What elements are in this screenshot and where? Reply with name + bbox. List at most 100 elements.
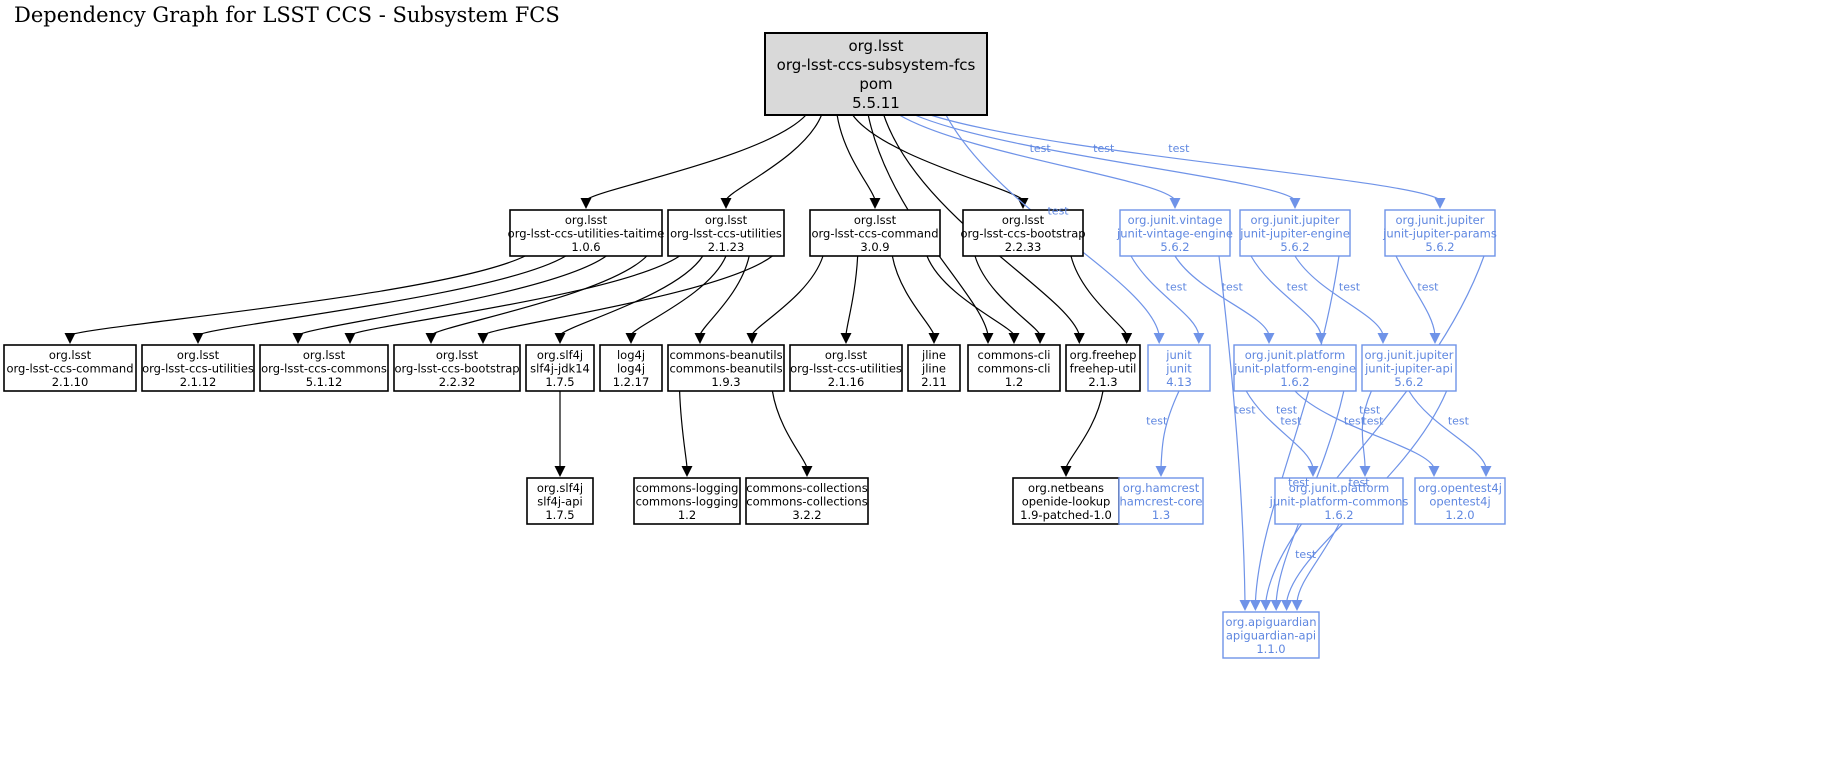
edge-arrowhead	[1239, 600, 1251, 611]
node-box[interactable]	[1414, 477, 1506, 525]
node-group-id: org.lsst	[436, 348, 479, 362]
edge-scope-label: test	[1339, 280, 1361, 293]
node-box[interactable]	[1361, 344, 1457, 392]
edge-arrowhead	[1121, 333, 1133, 344]
node-group-id: org.freehep	[1070, 348, 1137, 362]
node-box[interactable]	[667, 344, 785, 392]
edge-arrowhead	[720, 198, 732, 209]
node-box[interactable]	[1012, 477, 1120, 525]
node-artifact-id: org-lsst-ccs-bootstrap	[960, 226, 1085, 240]
node-group-id: org.lsst	[303, 348, 346, 362]
node-box[interactable]	[526, 477, 594, 525]
node-box[interactable]	[525, 344, 595, 392]
node-box[interactable]	[967, 344, 1061, 392]
node-artifact-id: freehep-util	[1070, 361, 1137, 375]
graph-node[interactable]: org.junit.jupiterjunit-jupiter-engine5.6…	[1239, 209, 1351, 257]
dependency-edge	[891, 255, 935, 336]
edge-arrowhead	[982, 333, 994, 344]
node-box[interactable]	[809, 209, 941, 257]
edge-arrowhead	[477, 333, 489, 344]
node-box[interactable]	[633, 477, 741, 525]
node-box[interactable]	[1233, 344, 1357, 392]
node-box[interactable]	[509, 209, 663, 257]
node-artifact-id: org-lsst-ccs-bootstrap	[394, 361, 519, 375]
node-version: 1.9.3	[711, 375, 740, 389]
node-box[interactable]	[1384, 209, 1496, 257]
edge-scope-label: test	[1234, 403, 1256, 416]
node-box[interactable]	[1065, 344, 1141, 392]
edge-arrowhead	[1249, 600, 1261, 611]
node-version: 1.2.17	[613, 375, 650, 389]
node-box[interactable]	[1222, 611, 1320, 659]
node-box[interactable]	[1118, 477, 1204, 525]
node-version: 5.5.11	[852, 94, 900, 112]
node-artifact-id: commons-collections	[746, 494, 867, 508]
edge-arrowhead	[1359, 466, 1371, 477]
node-group-id: log4j	[617, 348, 645, 362]
node-box[interactable]	[599, 344, 663, 392]
node-group-id: jline	[921, 348, 946, 362]
edge-scope-label: test	[1093, 142, 1115, 155]
node-artifact-id: hamcrest-core	[1120, 494, 1203, 508]
node-group-id: org.junit.platform	[1289, 481, 1390, 495]
graph-node[interactable]: commons-collectionscommons-collections3.…	[745, 477, 869, 525]
dependency-edge	[349, 255, 680, 336]
graph-node[interactable]: org.junit.platformjunit-platform-engine1…	[1233, 344, 1357, 392]
graph-node[interactable]: org.lsstorg-lsst-ccs-subsystem-fcspom5.5…	[764, 32, 988, 116]
edge-arrowhead	[1289, 198, 1301, 209]
edge-arrowhead	[801, 466, 813, 477]
node-box[interactable]	[907, 344, 961, 392]
graph-node[interactable]: org.junit.jupiterjunit-jupiter-params5.6…	[1382, 209, 1497, 257]
graph-node[interactable]: org.junit.vintagejunit-vintage-engine5.6…	[1116, 209, 1233, 257]
edge-arrowhead	[292, 333, 304, 344]
node-box[interactable]	[1239, 209, 1351, 257]
graph-node[interactable]: org.junit.platformjunit-platform-commons…	[1269, 477, 1409, 525]
dependency-edge	[1395, 255, 1436, 336]
dependency-edge	[559, 255, 704, 336]
node-box[interactable]	[667, 209, 785, 257]
node-box[interactable]	[764, 32, 988, 116]
node-box[interactable]	[393, 344, 521, 392]
node-box[interactable]	[1274, 477, 1404, 525]
node-box[interactable]	[789, 344, 903, 392]
node-box[interactable]	[141, 344, 255, 392]
node-box[interactable]	[745, 477, 869, 525]
graph-node[interactable]: org.netbeansopenide-lookup1.9-patched-1.…	[1012, 477, 1120, 525]
node-artifact-id: junit-vintage-engine	[1116, 226, 1233, 240]
node-box[interactable]	[3, 344, 137, 392]
edge-arrowhead	[554, 333, 566, 344]
node-group-id: org.lsst	[565, 213, 608, 227]
node-version: 1.7.5	[545, 508, 574, 522]
dependency-edge	[1296, 523, 1340, 603]
graph-node[interactable]: org.lsstorg-lsst-ccs-utilities-taitime1.…	[508, 209, 665, 257]
edge-scope-label: test	[1344, 415, 1366, 428]
edge-scope-label: test	[1166, 280, 1188, 293]
node-box[interactable]	[259, 344, 389, 392]
node-box[interactable]	[1119, 209, 1231, 257]
node-box[interactable]	[962, 209, 1084, 257]
node-box[interactable]	[1147, 344, 1211, 392]
dependency-edge	[1265, 255, 1485, 603]
dependency-edge	[725, 114, 823, 201]
